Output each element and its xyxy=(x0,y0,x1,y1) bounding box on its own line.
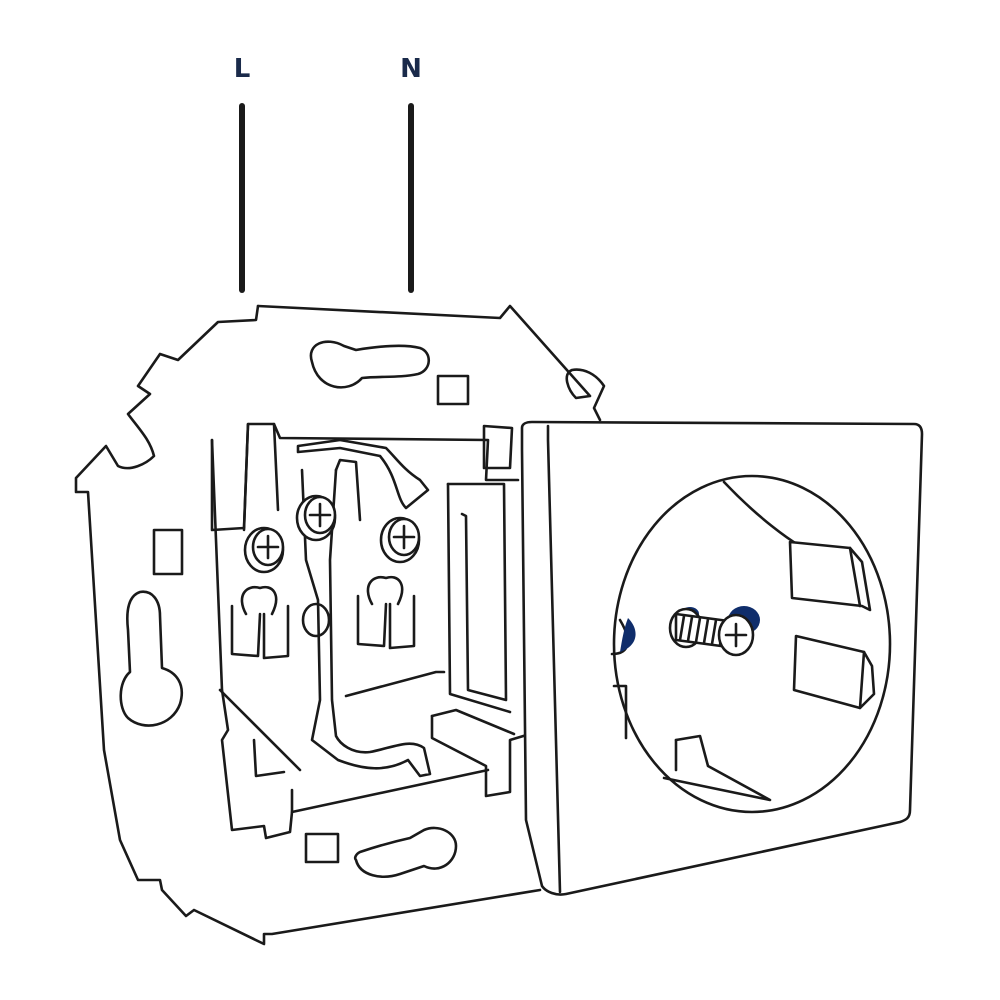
terminal-screw-middle xyxy=(295,494,337,542)
cover-plate xyxy=(520,420,924,896)
terminal-clamps xyxy=(230,575,416,660)
terminal-screws xyxy=(243,494,421,574)
terminal-screw-left xyxy=(243,526,285,574)
wire-label-live: L xyxy=(234,54,251,84)
wire-label-neutral: N xyxy=(400,54,422,84)
socket-mechanism xyxy=(210,422,532,840)
terminal-screw-right xyxy=(379,516,421,564)
center-screw xyxy=(668,607,755,657)
mounting-frame xyxy=(74,304,606,946)
